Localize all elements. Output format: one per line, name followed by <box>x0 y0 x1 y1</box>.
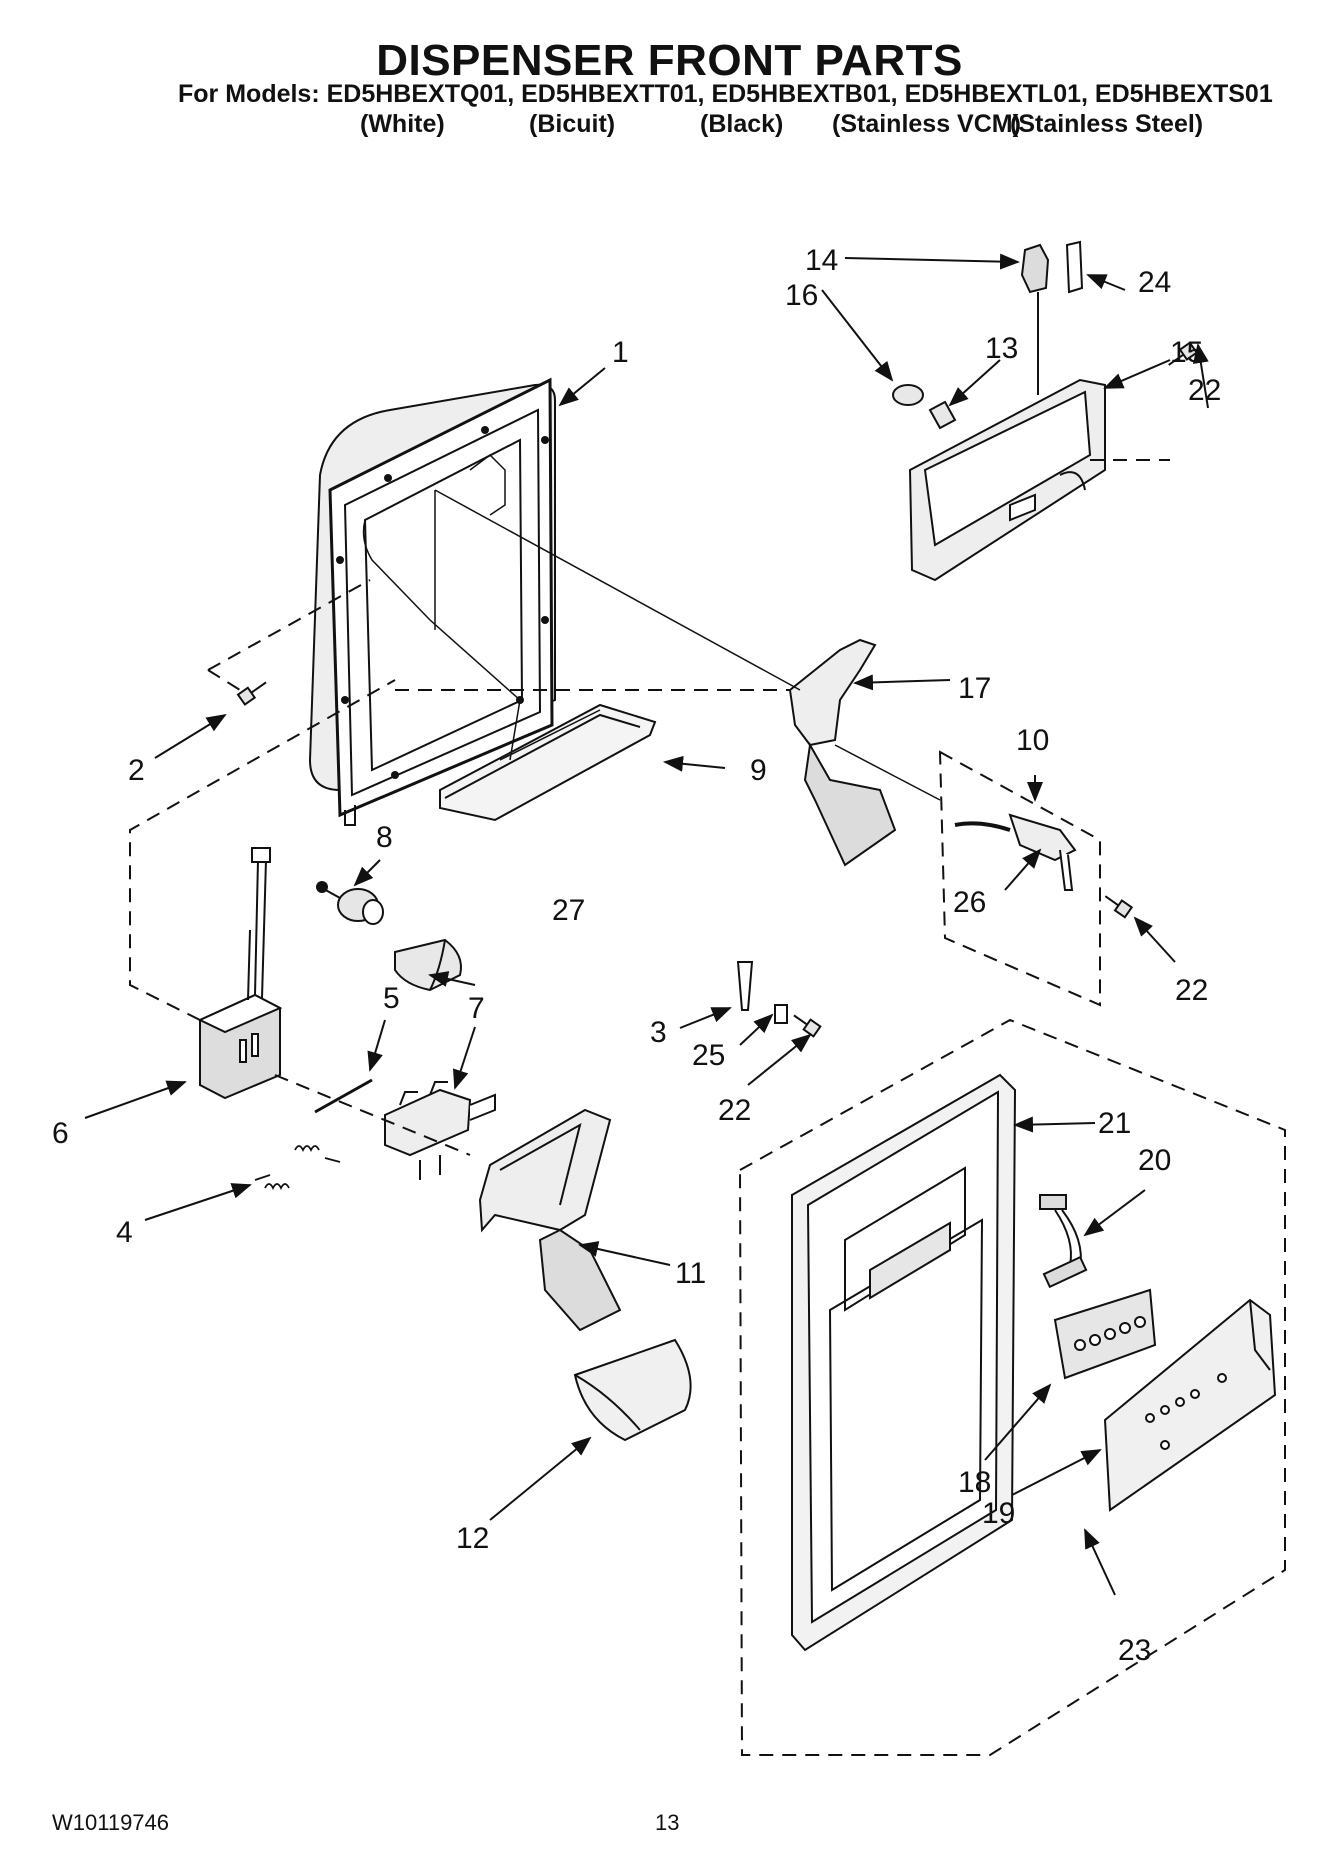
part-bulb <box>892 384 957 430</box>
callout-6: 6 <box>52 1117 69 1150</box>
part-switch-housing <box>908 378 1106 582</box>
part-control-overlay <box>1103 1298 1277 1512</box>
callout-7: 7 <box>468 992 485 1025</box>
part-wire-harness <box>1039 1194 1088 1289</box>
variant-label: (Bicuit) <box>529 110 616 138</box>
callout-19: 19 <box>982 1497 1015 1530</box>
variant-label: (Stainless VCM) <box>832 110 1021 138</box>
part-water-paddle <box>788 638 897 867</box>
callout-labels: 1 2 3 4 5 6 7 8 9 10 11 12 13 14 15 16 1… <box>52 244 1221 1667</box>
callout-1: 1 <box>612 336 629 369</box>
part-drip-tray <box>439 703 657 822</box>
leader-lines <box>434 489 941 801</box>
part-control-board <box>1053 1288 1157 1380</box>
part-actuator-bracket <box>384 1081 496 1180</box>
variant-label: (Black) <box>700 110 784 138</box>
page-header: DISPENSER FRONT PARTS For Models: ED5HBE… <box>0 0 1339 150</box>
part-heater <box>954 813 1077 891</box>
callout-12: 12 <box>456 1522 489 1555</box>
models-line: For Models: ED5HBEXTQ01, ED5HBEXTT01, ED… <box>178 80 1273 108</box>
document-number: W10119746 <box>52 1810 170 1835</box>
part-small-clip <box>736 961 788 1024</box>
callout-8: 8 <box>376 821 393 854</box>
part-screws <box>236 341 1199 1038</box>
part-housing <box>308 377 556 826</box>
callout-22: 22 <box>1188 374 1221 407</box>
part-springs <box>254 1145 341 1191</box>
part-control-module <box>197 847 283 1100</box>
callout-15: 15 <box>1170 336 1203 369</box>
callout-22: 22 <box>718 1094 751 1127</box>
part-insulator <box>1065 240 1084 294</box>
page-number: 13 <box>655 1810 680 1835</box>
callout-13: 13 <box>985 332 1018 365</box>
callout-2: 2 <box>128 754 145 787</box>
callout-20: 20 <box>1138 1144 1171 1177</box>
callout-25: 25 <box>692 1039 725 1072</box>
page-title: DISPENSER FRONT PARTS <box>376 36 963 85</box>
callout-23: 23 <box>1118 1634 1151 1667</box>
group-boundaries <box>129 459 1286 1756</box>
part-micro-switch <box>1020 243 1050 395</box>
part-pin <box>314 1078 373 1114</box>
callout-11: 11 <box>675 1257 706 1290</box>
part-ice-chute <box>573 1338 692 1442</box>
callout-arrows <box>84 253 1209 1596</box>
part-solenoid <box>316 881 384 925</box>
variant-label: (White) <box>360 110 445 138</box>
callout-3: 3 <box>650 1016 667 1049</box>
callout-22: 22 <box>1175 974 1208 1007</box>
callout-24: 24 <box>1138 266 1171 299</box>
callout-10: 10 <box>1016 724 1049 757</box>
callout-21: 21 <box>1098 1107 1131 1140</box>
part-front-panel <box>791 1073 1017 1652</box>
callout-9: 9 <box>750 754 767 787</box>
callout-4: 4 <box>116 1216 133 1249</box>
callout-14: 14 <box>805 244 838 277</box>
callout-16: 16 <box>785 279 818 312</box>
variant-label: (Stainless Steel) <box>1010 110 1204 138</box>
callout-27: 27 <box>552 894 585 927</box>
callout-5: 5 <box>383 982 400 1015</box>
part-cover <box>394 938 462 992</box>
callout-18: 18 <box>958 1466 991 1499</box>
callout-26: 26 <box>953 886 986 919</box>
callout-17: 17 <box>958 672 991 705</box>
part-ice-paddle <box>478 1108 622 1332</box>
